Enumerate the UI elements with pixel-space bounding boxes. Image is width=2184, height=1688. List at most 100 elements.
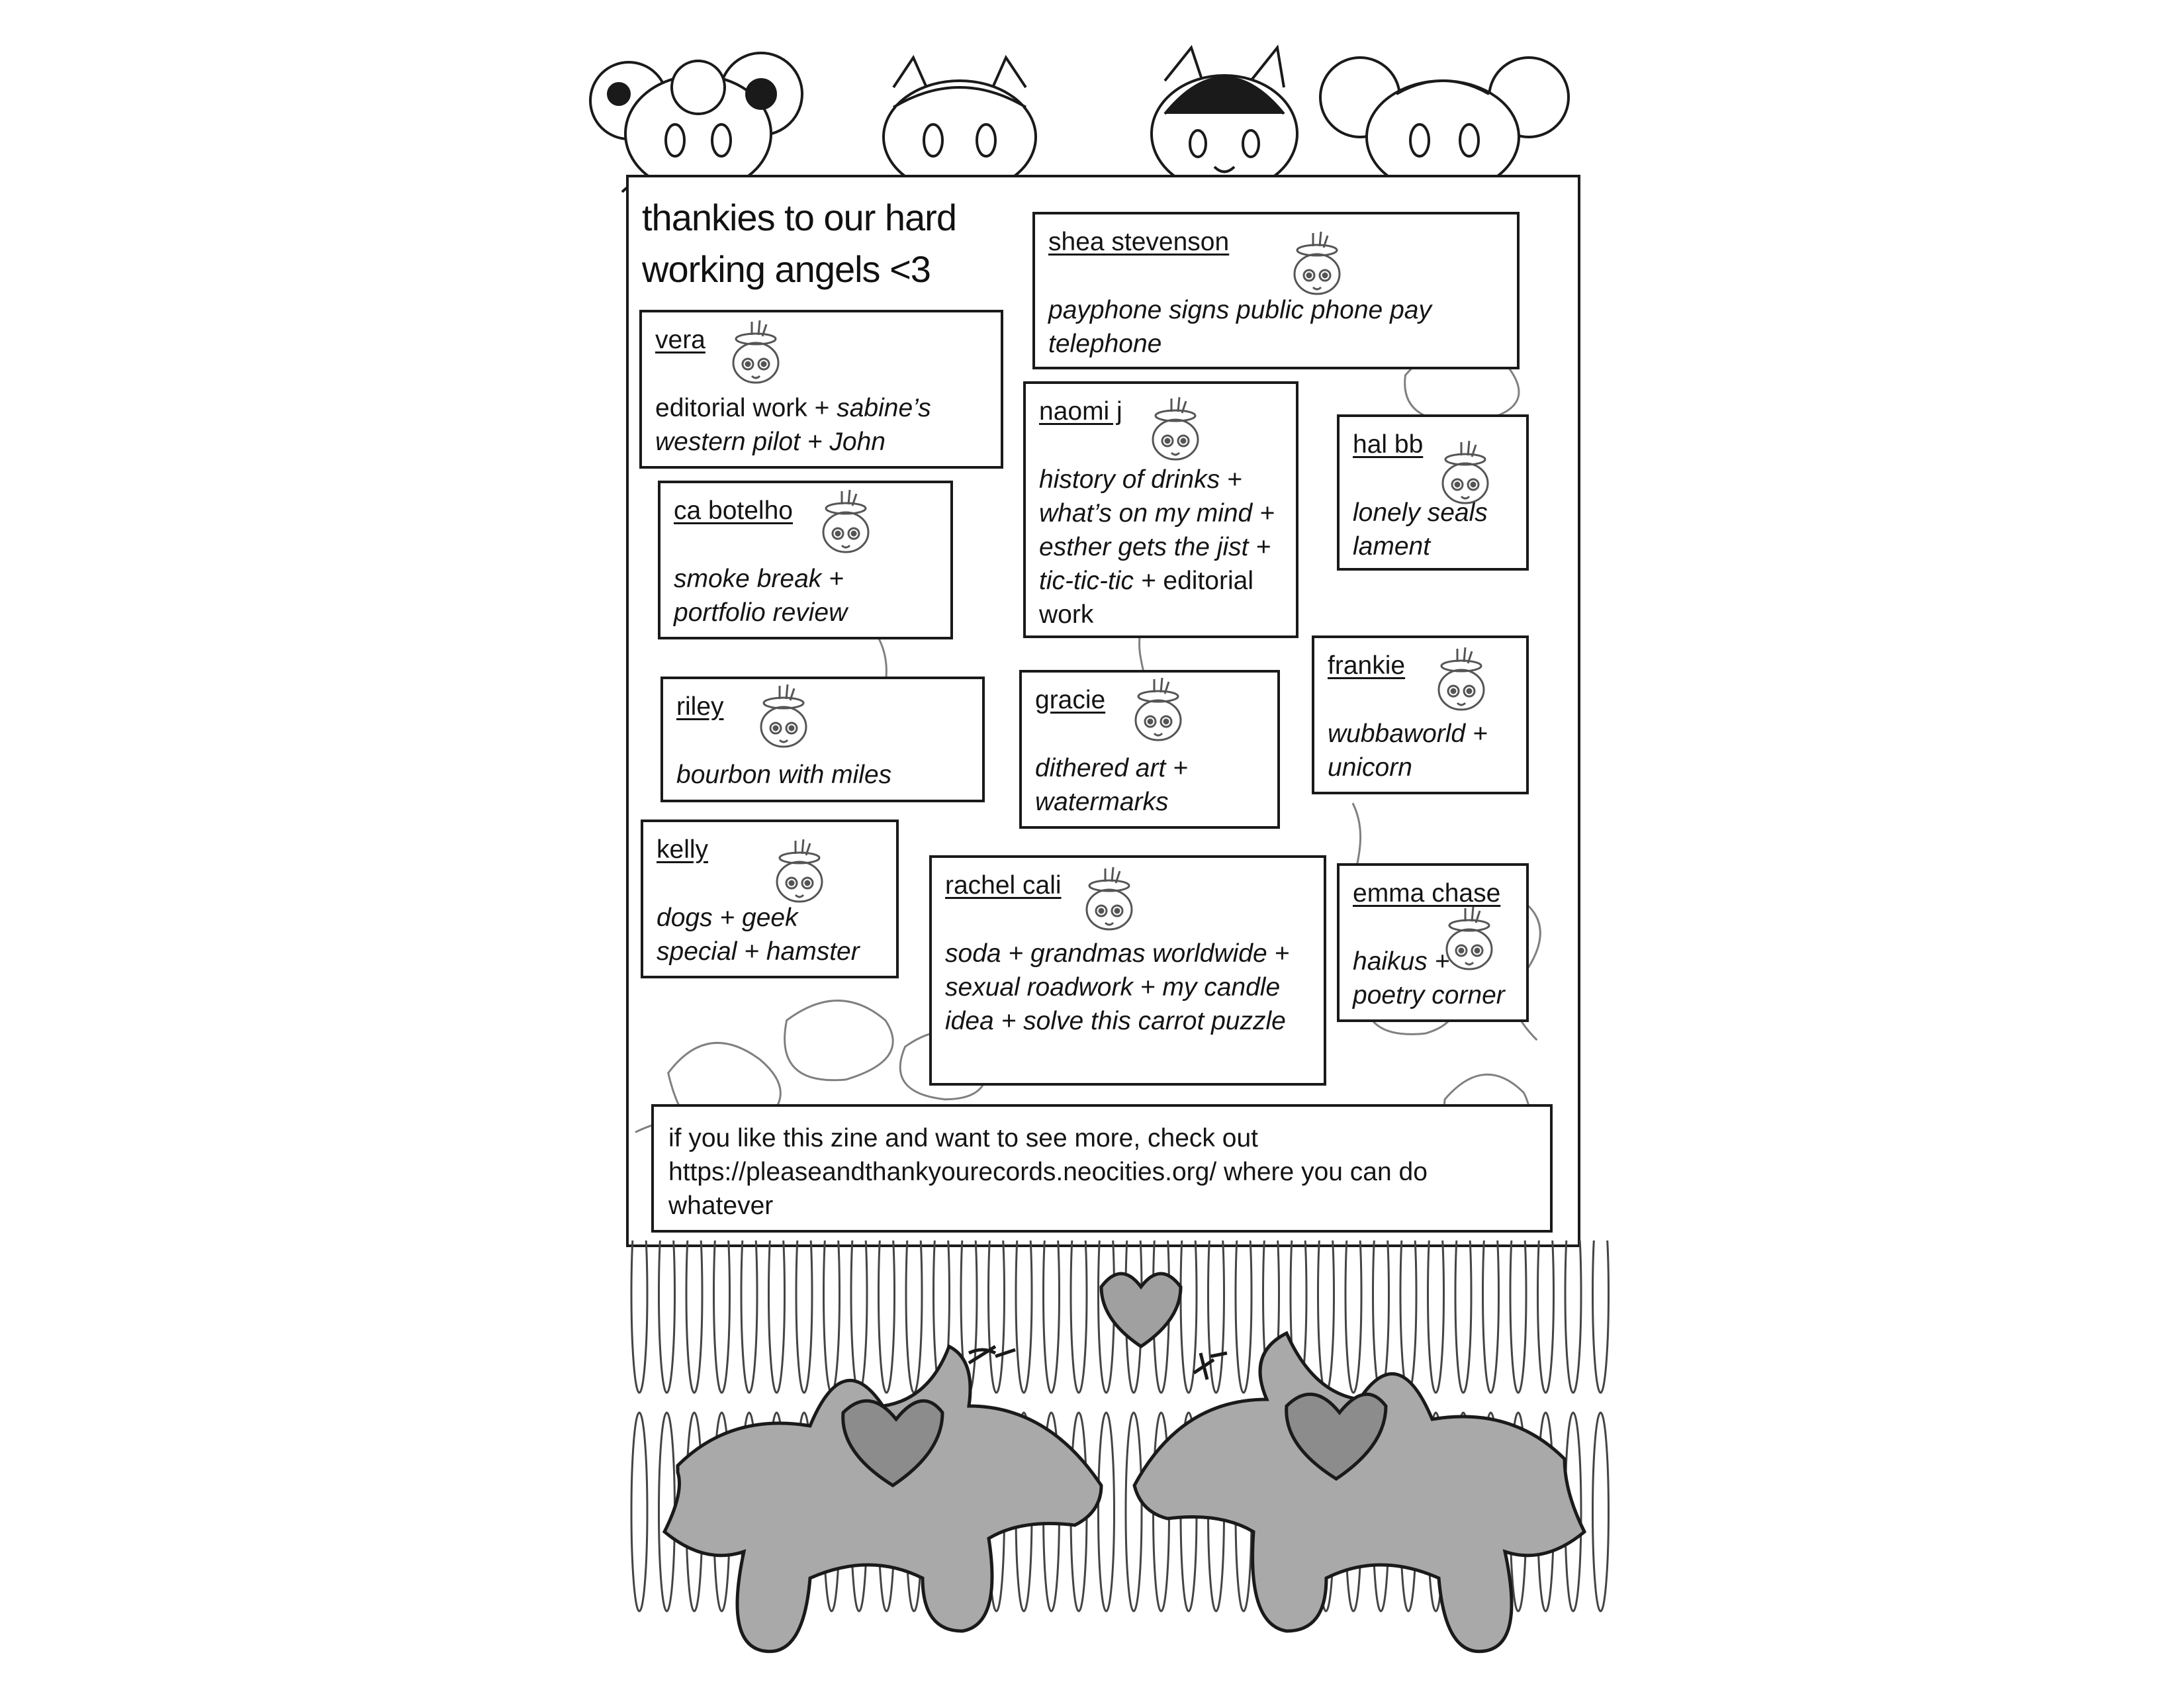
pattern-oval (1537, 1193, 1555, 1394)
contributor-credits: payphone signs public phone pay telephon… (1048, 293, 1504, 361)
contributor-card: kelly dogs + geek special + hamster (641, 820, 899, 978)
pattern-oval (1564, 1193, 1582, 1394)
credit-text: wubbaworld + unicorn (1328, 720, 1488, 782)
angel-doodle-icon (822, 489, 870, 553)
contributor-name: ca botelho (674, 496, 793, 525)
pattern-oval (1015, 1193, 1033, 1394)
pattern-oval (905, 1193, 923, 1394)
thank-you-page: thankies to our hard working angels <3 s… (626, 175, 1580, 1247)
contributor-card: shea stevenson payphone signs public phon… (1032, 212, 1520, 369)
pattern-oval (1097, 1411, 1115, 1613)
right-plush-animal (1132, 1331, 1587, 1654)
title-line-2: working angels <3 (642, 248, 931, 290)
credit-text: lonely seals lament (1353, 498, 1488, 561)
plush-animals-illustration (625, 1193, 1620, 1664)
contributor-credits: history of drinks + what’s on my mind + … (1039, 463, 1283, 632)
pattern-oval (878, 1193, 895, 1394)
credit-text: bourbon with miles (676, 761, 892, 789)
angel-doodle-icon (1437, 647, 1485, 711)
contributor-card: frankie wubbaworld + unicorn (1312, 635, 1529, 794)
contributor-name: gracie (1035, 686, 1106, 714)
credit-text: smoke break + portfolio review (674, 565, 848, 627)
pattern-oval (1069, 1193, 1088, 1394)
credit-text: editorial work + (655, 394, 837, 422)
contributor-name: frankie (1328, 651, 1406, 680)
pattern-oval (740, 1193, 758, 1394)
angel-doodle-icon (760, 684, 807, 748)
contributor-card: vera editorial work + sabine’s western pi… (639, 310, 1003, 469)
pattern-oval (1344, 1193, 1363, 1394)
pattern-oval (1454, 1193, 1473, 1394)
face-doodle-4 (1319, 56, 1570, 195)
title-line-1: thankies to our hard (642, 197, 957, 238)
angel-doodle-icon (732, 320, 780, 384)
angel-doodle-icon (1152, 397, 1199, 461)
contributor-credits: lonely seals lament (1353, 496, 1513, 563)
contributor-name: kelly (657, 835, 709, 864)
contributor-card: hal bb lonely seals lament (1337, 414, 1529, 571)
angel-doodle-icon (1441, 440, 1489, 504)
contributor-name: emma chase (1353, 879, 1501, 908)
pattern-oval (1427, 1193, 1445, 1394)
peeking-faces-illustration (582, 41, 1615, 195)
contributor-credits: bourbon with miles (676, 758, 969, 792)
credit-text: history of drinks + what’s on my mind + … (1039, 465, 1275, 595)
pattern-oval (823, 1193, 841, 1394)
angel-doodle-icon (1085, 867, 1133, 931)
credit-text: payphone signs public phone pay telephon… (1048, 296, 1432, 358)
face-doodle-1 (589, 52, 803, 193)
contributor-name: naomi j (1039, 397, 1122, 426)
contributor-credits: soda + grandmas worldwide + sexual roadw… (945, 937, 1310, 1038)
contributor-name: shea stevenson (1048, 228, 1230, 256)
angel-doodle-icon (776, 839, 823, 903)
contributor-card: riley bourbon with miles (660, 677, 985, 802)
pattern-oval (713, 1193, 731, 1394)
contributor-name: hal bb (1353, 430, 1424, 459)
angel-doodle-icon (1293, 231, 1341, 295)
heart-icon (1099, 1272, 1183, 1349)
angel-doodle-icon (1134, 677, 1182, 741)
contributor-credits: smoke break + portfolio review (674, 562, 937, 630)
contributor-card: rachel cali soda + grandmas worldwide + s… (929, 855, 1326, 1086)
contributor-name: vera (655, 326, 705, 354)
credit-text: dithered art + watermarks (1035, 754, 1188, 816)
pattern-oval (685, 1193, 704, 1394)
pattern-oval (1592, 1193, 1610, 1394)
pattern-oval (1207, 1193, 1225, 1394)
page-title: thankies to our hard working angels <3 (642, 192, 957, 295)
contributor-card: naomi j history of drinks + what’s on my … (1023, 381, 1298, 638)
credit-text: haikus + poetry corner (1353, 947, 1505, 1009)
contributor-credits: wubbaworld + unicorn (1328, 717, 1513, 784)
pattern-oval (1399, 1193, 1418, 1394)
credit-text: soda + grandmas worldwide + sexual roadw… (945, 939, 1290, 1035)
pattern-oval (1372, 1193, 1390, 1394)
pattern-oval (850, 1193, 868, 1394)
face-doodle-3 (1150, 44, 1298, 193)
pattern-oval (1042, 1193, 1060, 1394)
contributor-card: gracie dithered art + watermarks (1019, 670, 1280, 829)
face-doodle-2 (882, 54, 1037, 195)
contributor-name: rachel cali (945, 871, 1062, 900)
footer-note: if you like this zine and want to see mo… (651, 1104, 1553, 1233)
pattern-oval (1317, 1193, 1335, 1394)
pattern-oval (1179, 1193, 1198, 1394)
credit-text: editorial work (1039, 567, 1253, 629)
pattern-oval (1509, 1193, 1527, 1394)
pattern-oval (1234, 1193, 1253, 1394)
left-plush-animal (662, 1344, 1103, 1654)
pattern-oval (1482, 1193, 1500, 1394)
pattern-oval (768, 1193, 786, 1394)
contributor-name: riley (676, 692, 724, 721)
pattern-oval (630, 1193, 649, 1394)
contributor-credits: dithered art + watermarks (1035, 751, 1264, 819)
pattern-oval (630, 1411, 649, 1613)
contributor-credits: dogs + geek special + hamster (657, 901, 883, 968)
pattern-oval (795, 1193, 813, 1394)
contributor-card: emma chase haikus + poetry corner (1337, 863, 1529, 1022)
contributor-card: ca botelho smoke break + portfolio review (658, 481, 953, 639)
credit-text: dogs + geek special + hamster (657, 904, 860, 966)
angel-doodle-icon (1445, 906, 1493, 970)
pattern-oval (1124, 1411, 1143, 1613)
credit-text: sabine’s western pilot + John (655, 394, 931, 456)
pattern-oval (658, 1193, 676, 1394)
